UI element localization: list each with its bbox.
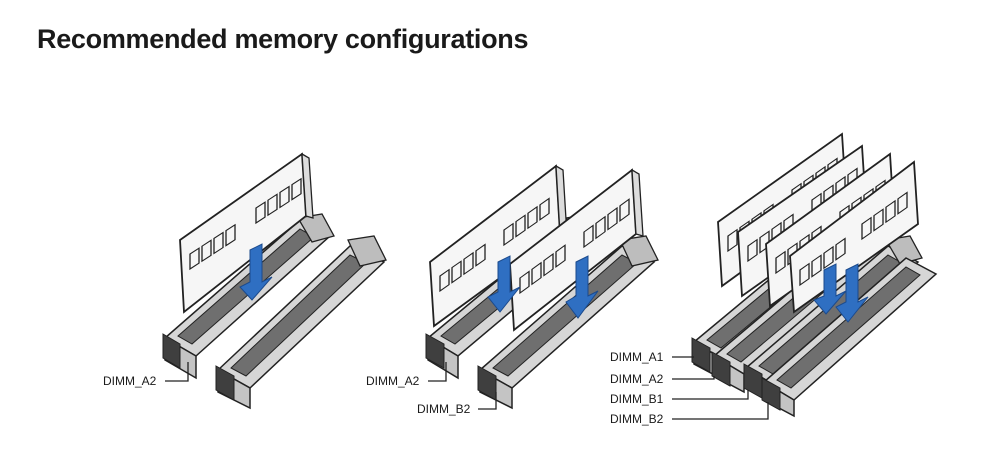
page-title: Recommended memory configurations <box>37 24 529 54</box>
insert-arrow-icon <box>239 243 273 301</box>
leader-lines <box>165 356 769 420</box>
insert-arrow-icon <box>487 255 521 313</box>
memory-module <box>429 164 568 328</box>
memory-slot <box>215 235 387 410</box>
config-four-dimms <box>691 132 938 418</box>
label-dimm-b2: DIMM_B2 <box>610 412 664 426</box>
config-two-dimms <box>425 164 659 410</box>
memory-slot <box>761 257 938 418</box>
insert-arrow-icon <box>813 263 847 315</box>
insert-arrow-icon <box>565 255 599 319</box>
label-dimm-a1: DIMM_A1 <box>610 350 664 364</box>
memory-module <box>509 168 644 332</box>
label-dimm-a2: DIMM_A2 <box>366 374 420 388</box>
insert-arrow-icon <box>835 263 869 323</box>
memory-module <box>789 160 919 314</box>
label-dimm-a2: DIMM_A2 <box>610 372 664 386</box>
config-one-dimm <box>162 152 387 410</box>
label-dimm-b1: DIMM_B1 <box>610 392 664 406</box>
label-dimm-b2: DIMM_B2 <box>417 402 471 416</box>
memory-module <box>179 152 314 314</box>
label-dimm-a2: DIMM_A2 <box>103 374 157 388</box>
memory-slot <box>477 235 659 410</box>
